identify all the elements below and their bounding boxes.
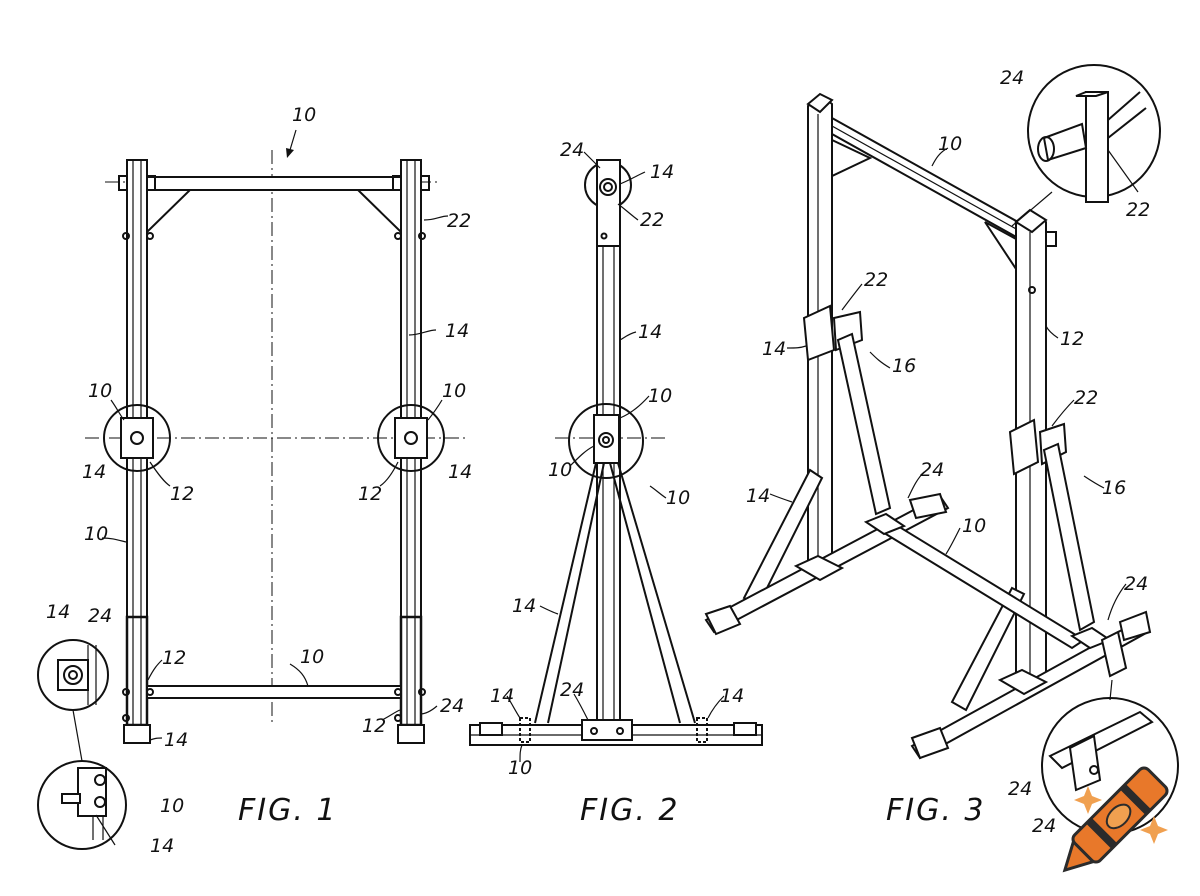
- fig1-label-12-right-mid: 12: [358, 483, 382, 505]
- figure-3-labels: 24 22 10 22 14 16 12 22 24 14 16 10 24 2…: [746, 67, 1150, 837]
- fig3-label-10-top: 10: [938, 133, 962, 155]
- fig3-label-24-mid: 24: [920, 459, 944, 481]
- fig2-label-14-upright: 14: [638, 321, 662, 343]
- fig2-label-24-top: 24: [560, 139, 584, 161]
- fig3-label-22-detail-top: 22: [1126, 199, 1150, 221]
- fig1-caption: FIG. 1: [238, 793, 338, 828]
- fig1-label-12-bottom-right: 12: [362, 715, 386, 737]
- fig1-label-22: 22: [447, 210, 471, 232]
- fig2-caption: FIG. 2: [580, 793, 680, 828]
- fig3-label-24-detail-bottom-a: 24: [1008, 778, 1032, 800]
- fig3-caption: FIG. 3: [886, 793, 986, 828]
- crayon-logo-icon: [1062, 766, 1169, 873]
- fig2-label-14-base-left: 14: [490, 685, 514, 707]
- fig3-label-14-brace: 14: [746, 485, 770, 507]
- fig1-label-12-left-mid: 12: [170, 483, 194, 505]
- fig1-label-14-right: 14: [445, 320, 469, 342]
- fig3-label-22-right: 22: [1074, 387, 1098, 409]
- fig3-label-10-cross: 10: [962, 515, 986, 537]
- fig2-label-10-mid-left: 10: [548, 459, 572, 481]
- fig1-label-10-bottom-bar: 10: [300, 646, 324, 668]
- fig1-label-10-right-mid: 10: [442, 380, 466, 402]
- fig1-label-10-lower-detail: 10: [160, 795, 184, 817]
- fig3-label-16-right: 16: [1102, 477, 1126, 499]
- fig3-label-24-detail-bottom-b: 24: [1032, 815, 1056, 837]
- fig3-label-16-left: 16: [892, 355, 916, 377]
- figure-1-labels: 10 22 14 10 10 14 14 12 12 10 14 24 12 1…: [46, 104, 472, 857]
- fig3-label-12: 12: [1060, 328, 1084, 350]
- fig3-label-22-left: 22: [864, 269, 888, 291]
- fig1-label-10-left: 10: [84, 523, 108, 545]
- fig2-label-14-top: 14: [650, 161, 674, 183]
- fig1-label-24-detail: 24: [88, 605, 112, 627]
- fig2-label-10-base: 10: [508, 757, 532, 779]
- fig1-label-14-detail: 14: [46, 601, 70, 623]
- fig1-label-14-lower-detail: 14: [150, 835, 174, 857]
- fig3-label-24-detail-top: 24: [1000, 67, 1024, 89]
- figure-1: [37, 129, 468, 850]
- fig1-label-14-left-mid: 14: [82, 461, 106, 483]
- fig3-label-24-right: 24: [1124, 573, 1148, 595]
- fig2-label-24-base: 24: [560, 679, 584, 701]
- fig2-label-10-leg: 10: [666, 487, 690, 509]
- fig2-label-14-leg: 14: [512, 595, 536, 617]
- figure-2: [469, 159, 763, 746]
- fig1-label-10-top: 10: [292, 104, 316, 126]
- leader-lines: [101, 147, 1127, 763]
- fig2-label-10-mid-right: 10: [648, 385, 672, 407]
- figure-2-labels: 24 14 22 14 10 10 10 14 14 24 14 10 FIG.…: [490, 139, 744, 828]
- fig2-label-22: 22: [640, 209, 664, 231]
- fig1-label-12-bottom-left: 12: [162, 647, 186, 669]
- fig1-label-24-bottom-right: 24: [440, 695, 464, 717]
- fig1-label-14-right-mid: 14: [448, 461, 472, 483]
- fig3-label-14-left: 14: [762, 338, 786, 360]
- fig1-label-14-bottom: 14: [164, 729, 188, 751]
- figure-3: [704, 64, 1179, 835]
- fig2-label-14-base-right: 14: [720, 685, 744, 707]
- fig1-label-10-left-mid: 10: [88, 380, 112, 402]
